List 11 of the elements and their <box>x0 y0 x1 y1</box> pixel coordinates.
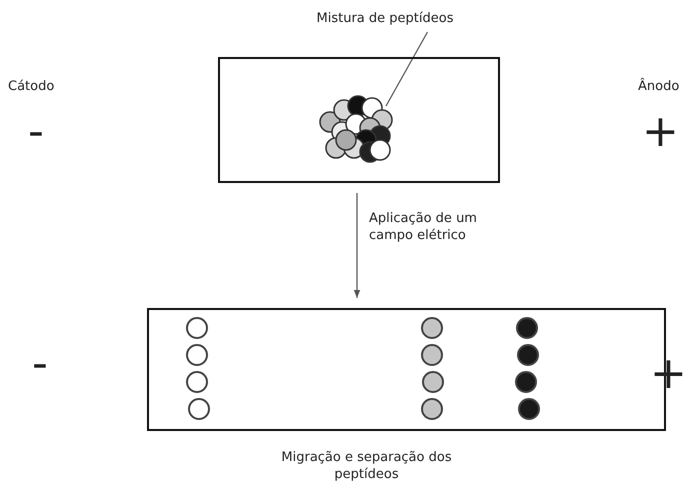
leader-line <box>385 32 428 106</box>
callout-text: Mistura de peptídeos <box>300 10 470 30</box>
edge-label: Aplicação de um campo elétrico <box>369 210 478 244</box>
electrode-label: Cátodo <box>8 78 54 95</box>
electrode-label: Ânodo <box>638 78 680 95</box>
minus-sign: - <box>32 342 48 386</box>
gel-box <box>218 57 500 183</box>
plus-sign: + <box>642 110 679 154</box>
caption-text: Migração e separação dos peptídeos <box>280 449 453 483</box>
arrow <box>354 193 360 298</box>
minus-sign: - <box>28 110 44 154</box>
